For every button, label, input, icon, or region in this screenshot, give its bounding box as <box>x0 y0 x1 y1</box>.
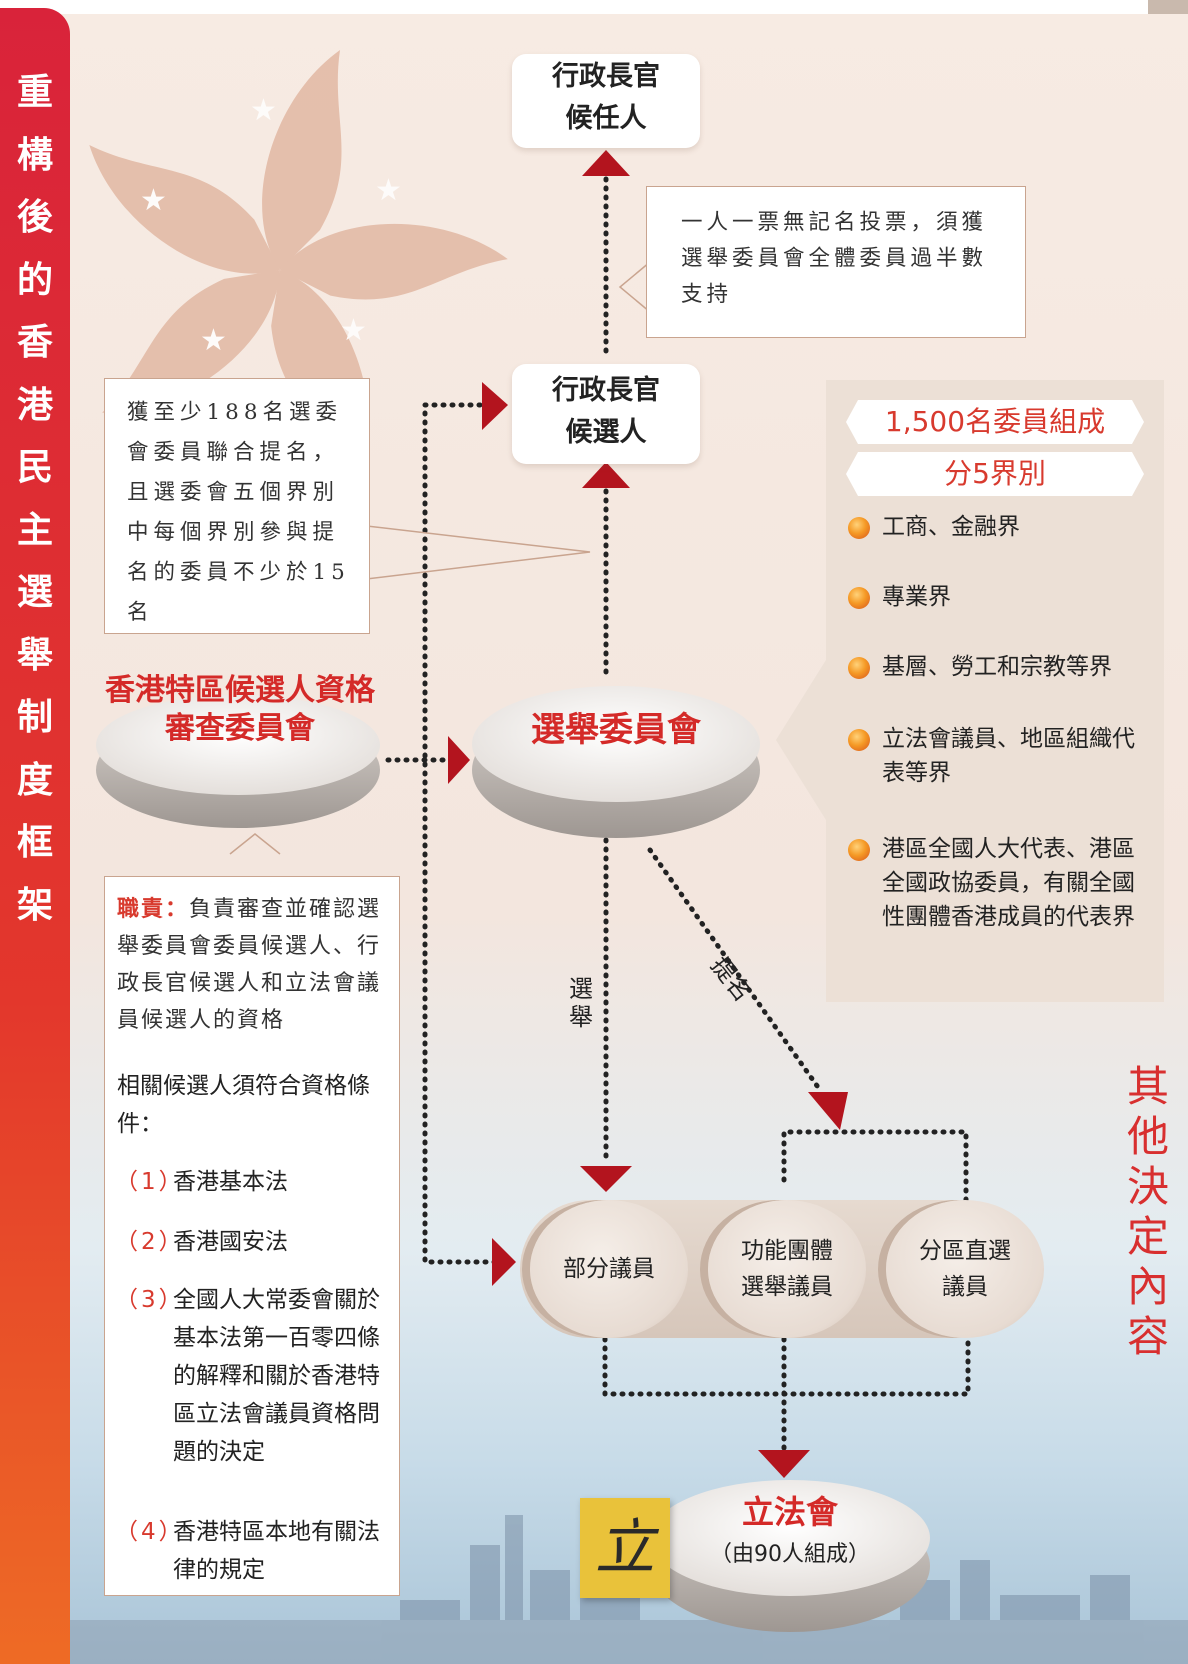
condition-item: （3）全國人大常委會關於基本法第一百零四條的解釋和關於香港特區立法會議員資格問題… <box>115 1287 380 1465</box>
orange-bullet-icon <box>848 839 870 861</box>
bauhinia-emblem: ★ ★ ★ ★ ★ <box>89 50 508 484</box>
arrow-down-legco <box>758 1450 810 1478</box>
orange-bullet-icon <box>848 729 870 751</box>
sector-item: 專業界 <box>846 580 1146 614</box>
arrow-up-candidate <box>582 462 630 488</box>
election-committee-label: 選舉委員會 <box>531 710 701 750</box>
orange-bullet-icon <box>848 657 870 679</box>
committee-panel: 1,500名委員組成 分5界別 工商、金融界 專業界 基層、勞工和宗教等界 立法… <box>826 380 1164 1002</box>
legco-composition: （由90人組成） <box>710 1542 870 1567</box>
condition-item: （2）香港國安法 <box>115 1229 288 1255</box>
ce-candidate-node: 行政長官 候選人 <box>512 364 700 464</box>
orange-bullet-icon <box>848 587 870 609</box>
sectors-ribbon: 分5界別 <box>846 452 1144 496</box>
qualification-committee-label: 香港特區候選人資格 審查委員會 <box>105 673 375 746</box>
ce-appointee-node: 行政長官 候任人 <box>512 54 700 148</box>
conditions-intro: 相關候選人須符合資格條件： <box>117 1073 370 1137</box>
duty-label: 職責： <box>117 897 190 922</box>
legco-disc <box>650 1480 930 1632</box>
svg-text:★: ★ <box>375 173 402 208</box>
qualification-committee-disc <box>96 695 380 828</box>
sector-item: 港區全國人大代表、港區全國政協委員，有關全國性團體香港成員的代表界 <box>846 832 1146 934</box>
duty-text-block: 職責：負責審查並確認選舉委員會委員候選人、行政長官候選人和立法會議員候選人的資格 <box>117 891 389 1039</box>
legco-logo: 立 <box>580 1498 670 1598</box>
sector-item: 立法會議員、地區組織代表等界 <box>846 722 1146 790</box>
elect-label: 選舉 <box>569 975 593 1031</box>
election-committee-disc <box>472 686 760 838</box>
arrow-right-seats <box>492 1238 516 1286</box>
seat-geographical-constituency: 分區直選 議員 <box>886 1200 1044 1338</box>
svg-text:★: ★ <box>140 183 167 218</box>
vote-note: 一人一票無記名投票，須獲選舉委員會全體委員過半數支持 <box>646 186 1026 338</box>
corner-fold <box>1148 0 1188 14</box>
arrow-down-elect <box>580 1166 632 1192</box>
sector-item: 工商、金融界 <box>846 510 1146 544</box>
arrow-right-committee <box>448 736 470 784</box>
duty-box: 職責：負責審查並確認選舉委員會委員候選人、行政長官候選人和立法會議員候選人的資格… <box>104 876 400 1596</box>
duty-text: 負責審查並確認選舉委員會委員候選人、行政長官候選人和立法會議員候選人的資格 <box>117 897 382 1033</box>
orange-bullet-icon <box>848 517 870 539</box>
seat-functional-constituency: 功能團體 選舉議員 <box>708 1200 866 1338</box>
nomination-note: 獲至少188名選委會委員聯合提名，且選委會五個界別中每個界別參與提名的委員不少於… <box>104 378 370 634</box>
side-title: 重構後的香港民主選舉制度框架 <box>16 72 53 926</box>
arrow-up-appointee <box>582 150 630 176</box>
top-edge <box>0 0 1188 14</box>
svg-text:★: ★ <box>200 323 227 358</box>
seat-partial-members: 部分議員 <box>530 1200 688 1338</box>
side-title-bar: 重構後的香港民主選舉制度框架 <box>0 8 70 1664</box>
condition-item: （1）香港基本法 <box>115 1169 288 1195</box>
legco-logo-icon: 立 <box>595 1513 655 1583</box>
sector-item: 基層、勞工和宗教等界 <box>846 650 1146 684</box>
right-title: 其他決定內容 <box>1126 1062 1169 1361</box>
svg-text:★: ★ <box>250 93 277 128</box>
city-skyline <box>0 1515 1188 1664</box>
svg-text:★: ★ <box>340 313 367 348</box>
arrow-down-nominate <box>808 1092 848 1130</box>
members-ribbon: 1,500名委員組成 <box>846 400 1144 444</box>
condition-item: （4）香港特區本地有關法律的規定 <box>115 1519 380 1583</box>
arrow-right-candidate <box>482 382 508 430</box>
legco-label: 立法會 <box>741 1493 838 1531</box>
